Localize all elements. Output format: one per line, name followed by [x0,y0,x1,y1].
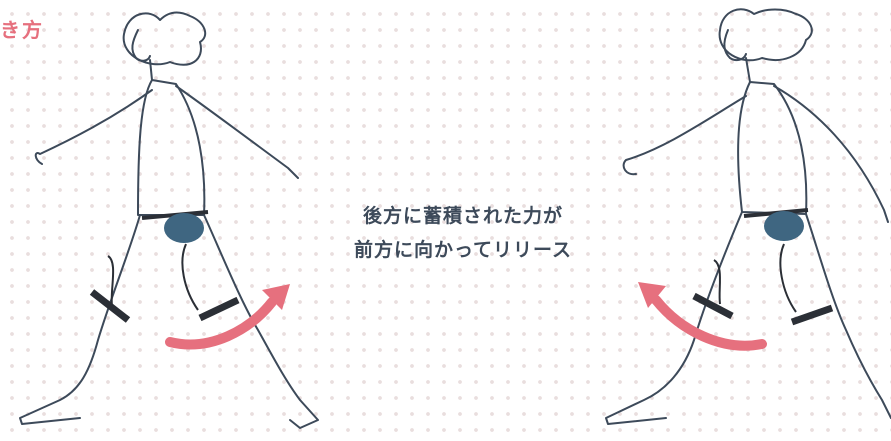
top-right [737,81,808,215]
front-leg-left [203,214,319,429]
hair-left [122,11,207,66]
forward-arrowhead-left [262,284,290,310]
hip-device-right [764,211,804,241]
caption-line-1: 後方に蓄積された力が [362,205,563,227]
front-leg-right [805,213,891,419]
walking-woman-left-illustration [19,11,319,429]
forward-arrow-left [165,297,277,350]
back-leg-left [19,214,141,425]
face-left [131,29,151,62]
cable-back-right [713,259,721,305]
thigh-strap-back-right [692,292,734,320]
caption: 後方に蓄積された力が 前方に向かってリリース [318,199,608,267]
hip-device-left [164,213,204,243]
thigh-strap-back-left [89,289,131,323]
backward-arrowhead-right [638,282,666,308]
cable-front-left [181,243,199,311]
back-leg-right [605,211,743,425]
cable-back-left [107,255,115,307]
front-arm-right [773,85,889,223]
thigh-strap-front-right [790,304,834,326]
back-arm-left [34,89,153,165]
front-arm-left [175,85,299,179]
neck-left [149,59,153,81]
cable-front-right [779,243,797,313]
heading-fragment: き方 [0,18,44,42]
thigh-strap-front-left [198,296,240,322]
hair-right [718,8,813,62]
caption-line-2: 前方に向かってリリース [353,239,573,261]
walking-woman-right-illustration [605,8,891,425]
face-right [723,29,747,62]
backward-arrow-right [651,295,767,351]
neck-right [745,57,751,83]
back-arm-right [622,95,747,176]
